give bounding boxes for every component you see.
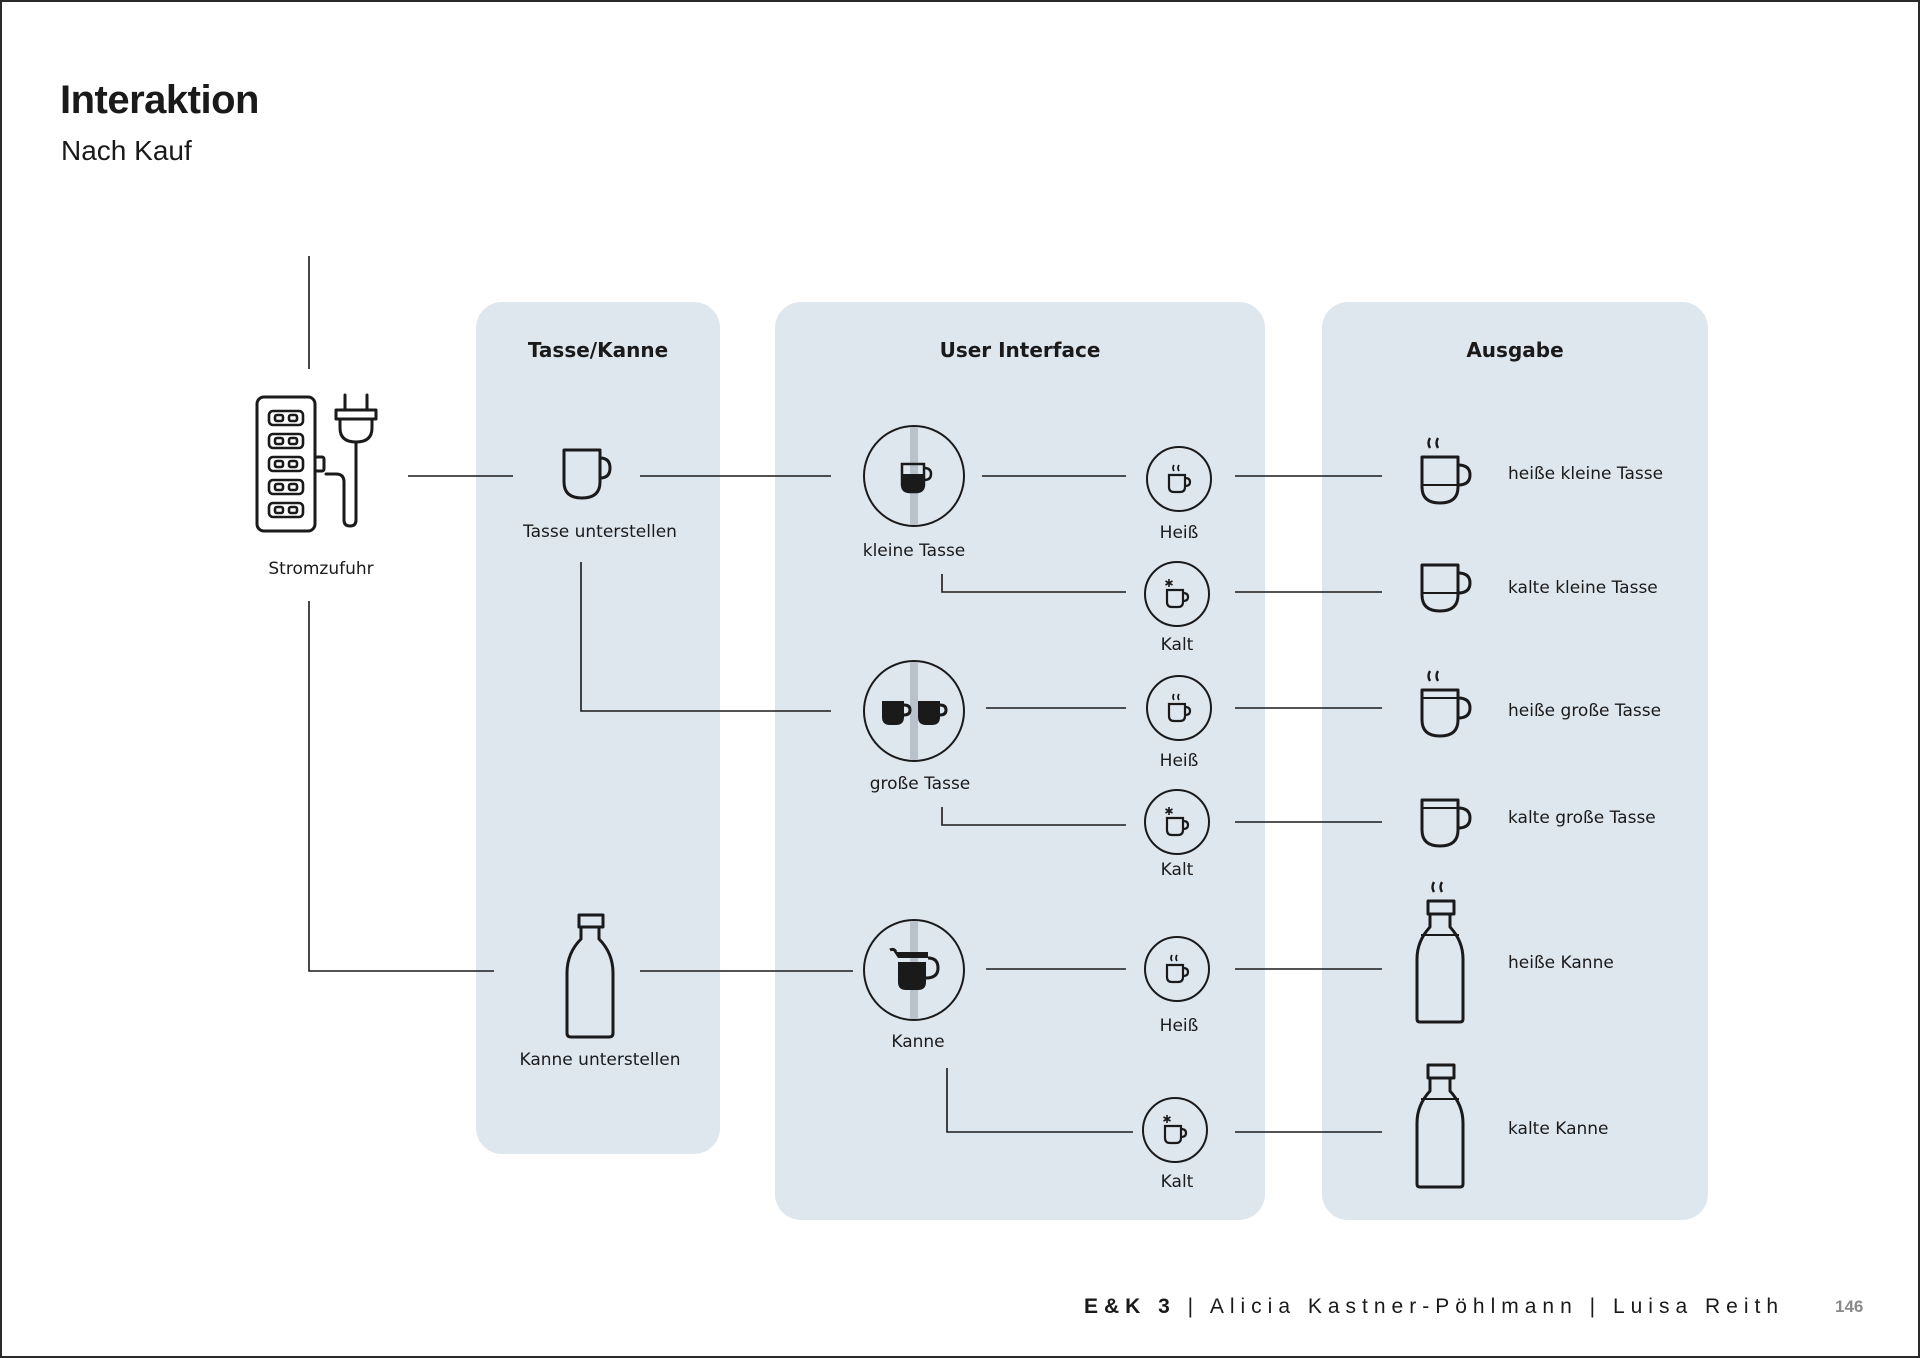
small-cup-button[interactable] — [862, 424, 966, 528]
panel-output: Ausgabe — [1322, 302, 1708, 1220]
hot-small-button[interactable] — [1145, 445, 1213, 513]
output-label-4: kalte große Tasse — [1508, 808, 1656, 828]
footer-course: E&K 3 — [1083, 1295, 1176, 1318]
hot-pot-button[interactable] — [1143, 935, 1211, 1003]
cold-pot-button[interactable] — [1141, 1096, 1209, 1164]
power-strip-icon — [255, 395, 326, 533]
pot-label: Kanne — [891, 1032, 945, 1052]
output-label-6: kalte Kanne — [1508, 1119, 1609, 1139]
hot-pot-output-icon — [1415, 881, 1465, 1024]
cup-icon — [562, 448, 612, 500]
panel-title-user-interface: User Interface — [939, 338, 1101, 362]
output-label-2: kalte kleine Tasse — [1508, 578, 1658, 598]
small-cup-label: kleine Tasse — [862, 541, 966, 561]
large-cup-button[interactable] — [862, 659, 966, 763]
footer-credits: E&K 3 | Alicia Kastner-Pöhlmann | Luisa … — [1084, 1295, 1784, 1319]
cup-place-label: Tasse unterstellen — [523, 522, 677, 542]
large-cup-label: große Tasse — [869, 774, 971, 794]
panel-cup-pot: Tasse/Kanne — [476, 302, 720, 1154]
plug-icon — [324, 393, 378, 528]
cold-large-button[interactable] — [1143, 788, 1211, 856]
hot-small-cup-output-icon — [1420, 437, 1472, 505]
hot-label-2: Heiß — [1159, 751, 1199, 771]
footer-author-2: Luisa Reith — [1612, 1295, 1784, 1318]
cold-small-cup-output-icon — [1420, 563, 1472, 613]
cold-label-2: Kalt — [1160, 860, 1194, 880]
cold-small-button[interactable] — [1143, 560, 1211, 628]
pot-button[interactable] — [862, 918, 966, 1022]
panel-title-output: Ausgabe — [1466, 338, 1564, 362]
footer-separator-1: | — [1187, 1295, 1200, 1318]
cold-label-3: Kalt — [1160, 1172, 1194, 1192]
output-label-3: heiße große Tasse — [1508, 701, 1662, 721]
pot-place-label: Kanne unterstellen — [519, 1050, 681, 1070]
cold-pot-output-icon — [1415, 1063, 1465, 1189]
panel-title-cup-pot: Tasse/Kanne — [527, 338, 669, 362]
cold-label-1: Kalt — [1160, 635, 1194, 655]
output-label-1: heiße kleine Tasse — [1508, 464, 1664, 484]
power-label: Stromzufuhr — [268, 559, 374, 579]
page-number: 146 — [1835, 1297, 1864, 1316]
hot-large-cup-output-icon — [1420, 670, 1472, 738]
hot-large-button[interactable] — [1145, 674, 1213, 742]
footer-author-1: Alicia Kastner-Pöhlmann — [1209, 1295, 1578, 1318]
bottle-icon — [565, 913, 615, 1039]
output-label-5: heiße Kanne — [1508, 953, 1614, 973]
hot-label-1: Heiß — [1159, 523, 1199, 543]
hot-label-3: Heiß — [1159, 1016, 1199, 1036]
page-title: Interaktion — [60, 78, 259, 122]
page-subtitle: Nach Kauf — [61, 135, 192, 166]
footer-separator-2: | — [1589, 1295, 1602, 1318]
cold-large-cup-output-icon — [1420, 798, 1472, 848]
